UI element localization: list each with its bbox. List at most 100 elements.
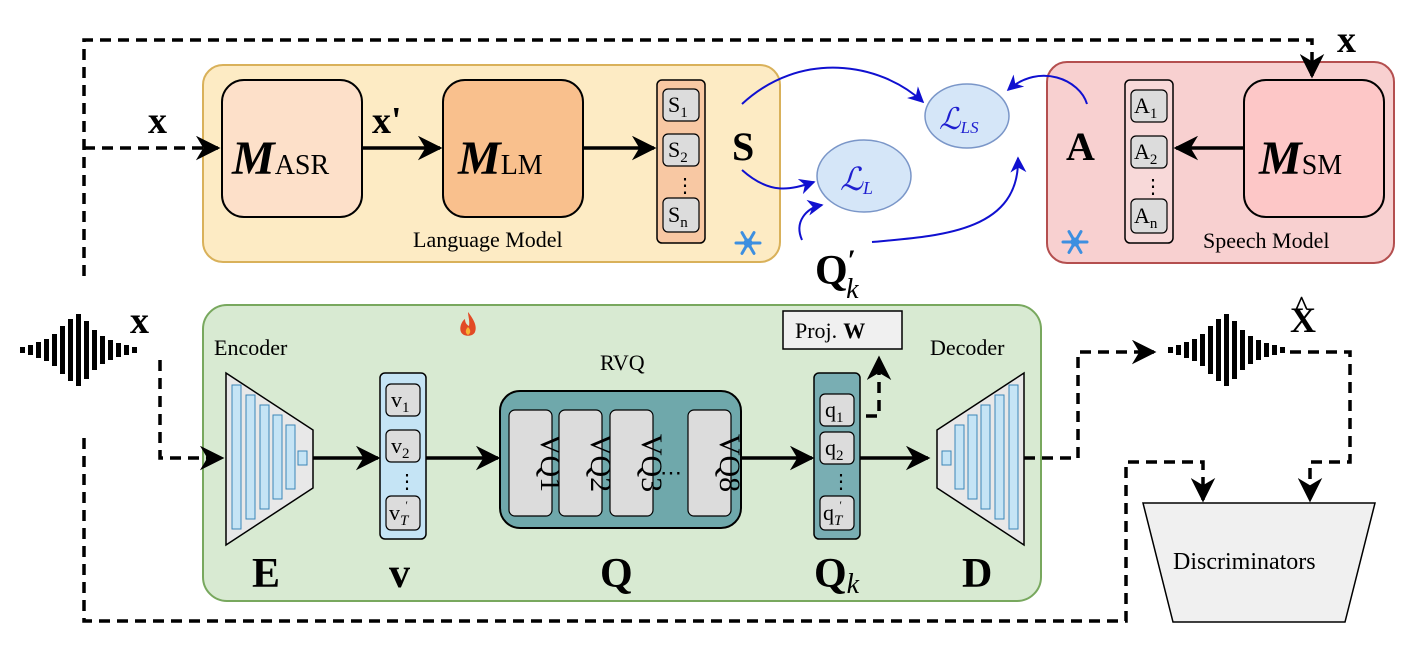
waveform-bar — [1176, 345, 1181, 355]
v-label: v — [389, 551, 410, 597]
s-token-2: S2 — [662, 133, 700, 167]
s-dots: ⋮ — [675, 175, 695, 197]
svg-text:An: An — [1134, 203, 1158, 232]
q-token-1: q1 — [819, 393, 855, 427]
svg-text:Q′k: Q′k — [815, 244, 859, 305]
x-hat-label: X — [1290, 300, 1316, 340]
a-token-2: A2 — [1130, 135, 1168, 169]
waveform-bar — [108, 340, 113, 360]
asr-label-sub: ASR — [275, 150, 330, 181]
svg-text:v1: v1 — [391, 387, 410, 416]
sm-label-main: M — [1258, 132, 1304, 185]
svg-text:v2: v2 — [391, 433, 410, 462]
proj-w-box — [782, 310, 903, 350]
x-hat-caret: ^ — [1294, 291, 1309, 320]
vq-block-3: VQ3 — [609, 409, 668, 517]
q-token-t: qT′ — [819, 495, 855, 531]
svg-text:MASR: MASR — [231, 132, 329, 185]
loss-l-ellipse — [816, 139, 912, 213]
waveform-bar — [20, 347, 25, 353]
lm-label-main: M — [457, 132, 503, 185]
waveform-bar — [1272, 345, 1277, 355]
waveform-bar — [1200, 334, 1205, 366]
loss-ls-main: ℒ — [939, 103, 962, 136]
s-to-loss-ls-arrow — [741, 66, 925, 105]
decoder-label: Decoder — [930, 335, 1005, 360]
a-dots: ⋮ — [1143, 176, 1163, 198]
a-token-1: A1 — [1130, 89, 1168, 123]
dashed-bottom-route — [82, 438, 1216, 623]
svg-text:S2: S2 — [668, 137, 688, 166]
waveform-bar — [1168, 347, 1173, 353]
e-label: E — [252, 551, 280, 597]
svg-text:ℒL: ℒL — [840, 161, 873, 198]
svg-text:Proj.W: Proj.W — [795, 318, 865, 343]
waveform-bar — [1280, 347, 1285, 353]
svg-text:MSM: MSM — [1258, 132, 1342, 185]
q-prime-sup: ′ — [848, 244, 856, 277]
x-wave-label: x — [130, 300, 149, 342]
snowflake-icon — [1061, 230, 1089, 254]
waveform-bar — [1248, 336, 1253, 364]
s-to-loss-l-arrow — [741, 169, 816, 195]
waveform-bar — [1192, 339, 1197, 361]
svg-text:Sn: Sn — [668, 202, 688, 231]
proj-w: W — [843, 318, 865, 343]
waveform-bar — [60, 326, 65, 374]
s-token-1: S1 — [662, 88, 700, 122]
vq-block-8: VQ8 — [687, 409, 746, 517]
qprime-to-loss-l-arrow — [798, 199, 824, 241]
d-label: D — [962, 551, 992, 597]
loss-ls-sub: LS — [960, 118, 979, 137]
a-token-n: An — [1130, 198, 1168, 234]
encoder-block — [225, 371, 314, 547]
v-dots: ⋮ — [397, 471, 417, 493]
svg-text:vT′: vT′ — [389, 498, 410, 529]
loss-l-sub: L — [862, 178, 873, 198]
discriminators-block — [1142, 502, 1376, 623]
waveform-bar — [1264, 343, 1269, 357]
waveform-bar — [1208, 326, 1213, 374]
waveform-icon — [1168, 314, 1285, 386]
proj-text: Proj. — [795, 318, 837, 343]
qprime-to-loss-ls-arrow — [871, 156, 1027, 243]
waveform-bar — [1232, 321, 1237, 379]
waveform-bar — [68, 319, 73, 381]
x-prime-label: x' — [372, 100, 402, 142]
waveform-bar — [52, 334, 57, 366]
svg-text:qT′: qT′ — [823, 498, 844, 529]
svg-text:q1: q1 — [825, 397, 844, 426]
waveform-bar — [132, 347, 137, 353]
s-token-n: Sn — [662, 197, 700, 233]
v-token-2: v2 — [385, 429, 421, 463]
fire-icon — [460, 312, 476, 336]
loss-ls-ellipse — [924, 83, 1010, 149]
dashed-decoder-output — [1024, 339, 1157, 460]
dashed-xhat-route — [1290, 350, 1352, 503]
waveform-bar — [84, 321, 89, 379]
a-vector-label: A — [1066, 124, 1095, 169]
q-dots: ⋮ — [831, 471, 851, 493]
waveform-bar — [100, 336, 105, 364]
snowflake-icon — [734, 231, 762, 255]
q-label: Q — [600, 551, 633, 597]
v-token-t: vT′ — [385, 495, 421, 531]
waveform-icon — [20, 314, 137, 386]
a-to-loss-ls-arrow — [1006, 74, 1088, 105]
x-top-right-label: x — [1337, 19, 1356, 61]
s-vector-label: S — [732, 124, 754, 169]
asr-label-main: M — [231, 132, 277, 185]
dashed-encoder-input — [158, 360, 225, 471]
waveform-bar — [124, 345, 129, 355]
loss-l-main: ℒ — [840, 161, 864, 197]
waveform-bar — [1240, 330, 1245, 370]
lm-label-sub: LM — [501, 150, 543, 181]
x-left-label: x — [148, 100, 167, 142]
waveform-bar — [1184, 342, 1189, 358]
svg-text:A2: A2 — [1134, 139, 1157, 168]
v-token-1: v1 — [385, 383, 421, 417]
svg-text:VQ8: VQ8 — [713, 434, 746, 492]
q-prime-main: Q — [815, 248, 848, 294]
waveform-bar — [1216, 319, 1221, 381]
